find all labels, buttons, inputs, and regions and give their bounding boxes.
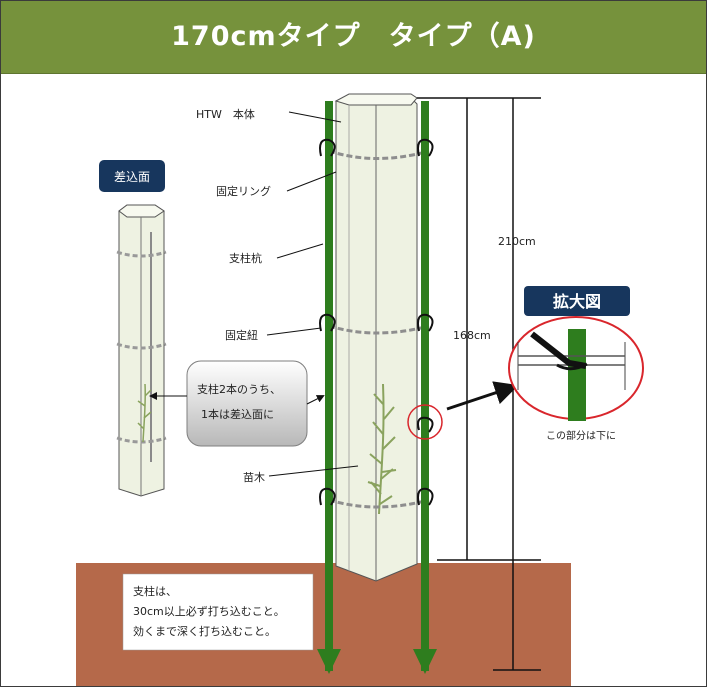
string-loops [319,138,434,506]
insert-face-tube [116,204,167,497]
header-bar: 170cmタイプ タイプ（A) [1,1,706,74]
zoom-inset [508,316,644,421]
ground-note-box [122,573,314,651]
installation-diagram: 210cm 168cm HTW 本体 固定リング 支柱杭 固定紐 苗木 差込面 [76,93,644,686]
ground-note-line2: 30cm以上必ず打ち込むこと。 [133,604,285,618]
page-title: 170cmタイプ タイプ（A) [171,21,536,52]
callout-line1: 支柱2本のうち、 [197,382,281,396]
callout-line2: 1本は差込面に [201,407,274,421]
ground-note-line1: 支柱は、 [133,584,177,598]
label-support-post: 支柱杭 [229,251,262,265]
label-fixing-ring: 固定リング [216,184,271,198]
label-fixing-string: 固定紐 [225,328,258,342]
insert-face-badge [99,160,165,192]
callout-bubble [186,360,308,447]
ground-note-line3: 効くまで深く打ち込むこと。 [133,624,276,638]
insert-face-badge-label: 差込面 [114,170,150,184]
dimension-168-label: 168cm [453,329,491,342]
detail-highlight-circle [407,404,443,440]
support-posts [317,101,437,674]
label-seedling: 苗木 [243,471,265,484]
dimension-210-label: 210cm [498,235,536,248]
zoom-badge [524,286,630,316]
zoom-note: この部分は下に [546,429,616,442]
main-tube [334,93,418,582]
zoom-badge-label: 拡大図 [553,292,601,311]
seedling-plant [367,383,397,515]
detail-pointer-arrow [446,381,519,411]
label-main-body: HTW 本体 [196,107,255,121]
